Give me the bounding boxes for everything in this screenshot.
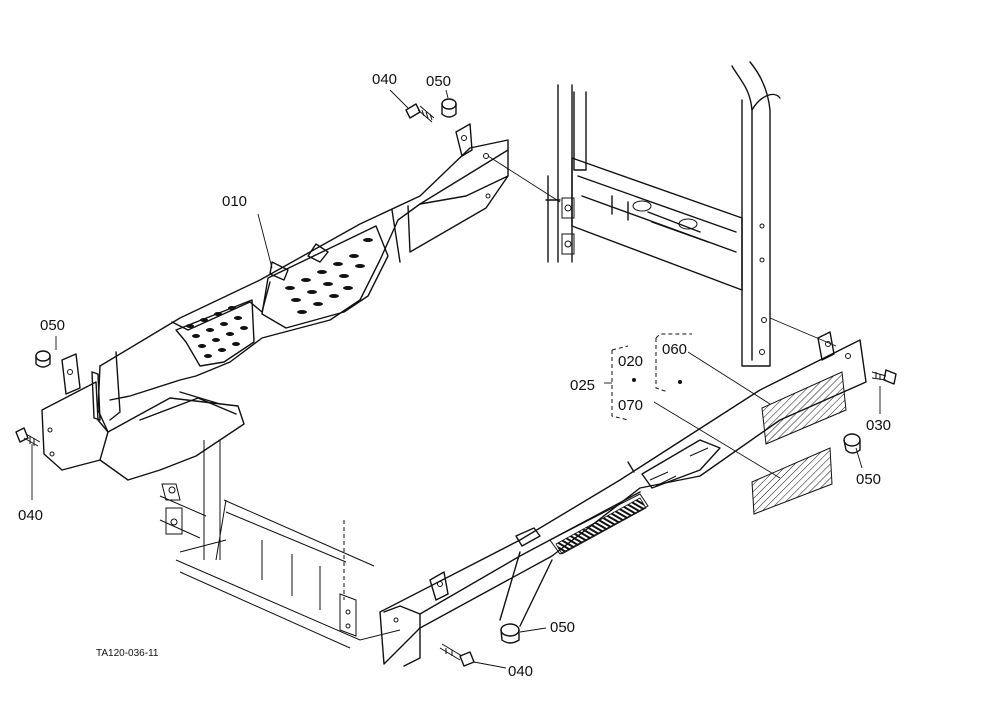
bolt-040-top	[405, 103, 435, 123]
cushion-050-bottom	[500, 623, 520, 644]
cushion-050-right	[843, 433, 861, 454]
callout-010: 010	[222, 193, 247, 210]
callout-labels: 010 020 025 030 040 040 040 050 050 050 …	[18, 71, 891, 680]
bolt-040-bottom	[439, 643, 475, 667]
fasteners	[15, 98, 897, 667]
alignment-lines	[203, 155, 837, 600]
decals	[611, 333, 847, 515]
vent-slots-left	[186, 306, 248, 358]
callout-040-bottom: 040	[508, 663, 533, 680]
vent-slots-right	[285, 238, 373, 314]
callout-020: 020	[618, 353, 643, 370]
callout-030: 030	[866, 417, 891, 434]
cushion-050-top	[441, 98, 457, 118]
callout-040-top: 040	[372, 71, 397, 88]
callout-040-left: 040	[18, 507, 43, 524]
drawing-reference: TA120-036-11	[96, 648, 159, 659]
callout-060: 060	[662, 341, 687, 358]
callout-025: 025	[570, 377, 595, 394]
leader-lines	[31, 89, 881, 669]
callout-050-top: 050	[426, 73, 451, 90]
callout-050-left: 050	[40, 317, 65, 334]
floor-frame	[159, 483, 401, 649]
callout-050-bottom: 050	[550, 619, 575, 636]
callout-050-right: 050	[856, 471, 881, 488]
bolt-030	[871, 369, 897, 385]
part-010-fender-frame	[41, 123, 509, 481]
callout-070: 070	[618, 397, 643, 414]
bolt-040-left	[15, 427, 41, 447]
decal-060	[761, 371, 847, 445]
cushion-050-left	[35, 350, 51, 368]
decal-070	[751, 447, 833, 515]
rops-frame	[545, 61, 781, 367]
